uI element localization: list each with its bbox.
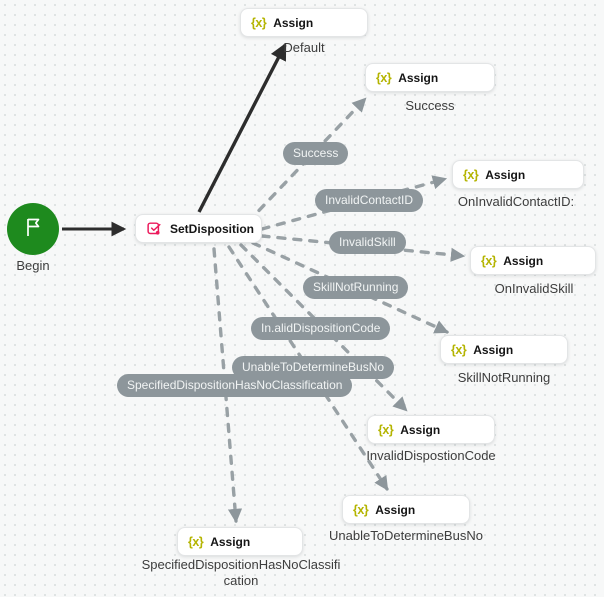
assign-icon: {x} (188, 534, 204, 549)
branch-label-skillnotrunning[interactable]: SkillNotRunning (303, 276, 409, 299)
node-caption-default: Default (283, 40, 325, 55)
node-caption-skillnotrunning: SkillNotRunning (457, 370, 551, 385)
assign-icon: {x} (451, 342, 467, 357)
branch-label-invalidcontactid[interactable]: InvalidContactID (315, 189, 424, 212)
branch-label-specifieddisposition[interactable]: SpecifiedDispositionHasNoClassification (117, 374, 353, 397)
node-caption-specifieddisposition: SpecifiedDispositionHasNoClassification (141, 557, 341, 588)
assign-icon: {x} (463, 167, 479, 182)
assign-icon: {x} (251, 15, 267, 30)
branch-label-unabletodeterminebusno[interactable]: UnableToDetermineBusNo (232, 356, 395, 379)
node-caption-oninvalidskill: OnInvalidSkill (494, 281, 574, 296)
flag-icon (21, 215, 45, 244)
assign-node-success[interactable]: {x} Assign (365, 63, 495, 92)
branch-label-success[interactable]: Success (283, 142, 349, 165)
setdisposition-label: SetDisposition (170, 221, 255, 236)
assign-icon: {x} (378, 422, 394, 437)
branch-label-invaliddispositioncode[interactable]: In.alidDispositionCode (251, 317, 391, 340)
assign-node-oninvalidskill[interactable]: {x} Assign (470, 246, 596, 275)
assign-node-specifieddisposition[interactable]: {x} Assign (177, 527, 303, 556)
assign-icon: {x} (353, 502, 369, 517)
edge-branch-skillnotrunning[interactable] (251, 241, 449, 334)
node-caption-unabletodeterminebusno: UnableToDetermineBusNo (329, 528, 483, 543)
node-caption-invaliddispostioncode: InvalidDispostionCode (366, 448, 496, 463)
branch-label-invalidskill[interactable]: InvalidSkill (329, 231, 406, 254)
begin-node[interactable] (7, 203, 59, 255)
node-caption-success: Success (405, 98, 455, 113)
assign-node-skillnotrunning[interactable]: {x} Assign (440, 335, 568, 364)
edge-setdisposition-default[interactable] (197, 42, 287, 213)
assign-node-invaliddispostioncode[interactable]: {x} Assign (367, 415, 495, 444)
setdisposition-node[interactable]: SetDisposition (135, 214, 262, 243)
set-disposition-icon (146, 220, 163, 237)
assign-node-unabletodeterminebusno[interactable]: {x} Assign (342, 495, 470, 524)
assign-icon: {x} (376, 70, 392, 85)
assign-node-oninvalidcontactid[interactable]: {x} Assign (452, 160, 584, 189)
node-caption-oninvalidcontactid: OnInvalidContactID: (457, 194, 575, 209)
assign-icon: {x} (481, 253, 497, 268)
node-caption-begin: Begin (16, 258, 50, 273)
assign-node-default[interactable]: {x} Assign (240, 8, 368, 37)
